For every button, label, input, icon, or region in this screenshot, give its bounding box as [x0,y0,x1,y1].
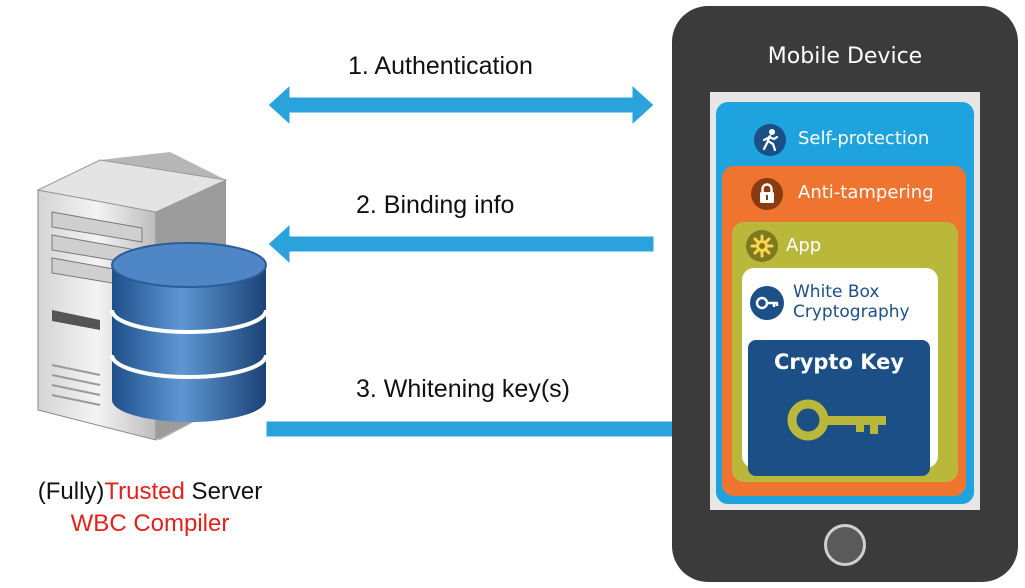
white-box-cryptography-layer: White Box Cryptography Crypto Key [742,268,938,476]
anti-tampering-label: Anti-tampering [798,182,934,203]
server-caption-trusted: Trusted [104,478,185,505]
mobile-device: Mobile Device Self-protection [672,6,1018,582]
key-icon-small [750,286,784,320]
white-box-cryptography-label: White Box Cryptography [793,282,910,322]
phone-screen: Self-protection Anti-tampering [710,92,980,510]
mobile-device-title: Mobile Device [767,44,923,69]
wbc-label-line2: Cryptography [793,302,910,322]
home-button[interactable] [824,524,866,566]
crypto-key-icon [787,399,886,441]
server-caption: (Fully)Trusted Server [10,478,290,506]
wbc-compiler-caption: WBC Compiler [70,510,230,537]
binding-info-label: 2. Binding info [356,191,515,219]
running-person-icon [754,124,786,156]
binding-info-arrow [267,222,655,266]
self-protection-layer: Self-protection Anti-tampering [716,102,974,504]
app-label: App [786,235,822,256]
whitening-keys-arrow [265,407,713,451]
lock-icon [751,178,783,210]
self-protection-label: Self-protection [798,128,930,149]
crypto-key-box: Crypto Key [748,340,930,476]
anti-tampering-layer: Anti-tampering [722,166,966,496]
server-caption-prefix: (Fully) [37,478,105,505]
server-database-icon [36,152,268,441]
authentication-double-arrow [267,83,655,127]
authentication-label: 1. Authentication [348,52,533,80]
server-caption-suffix: Server [184,478,263,505]
whitening-keys-label: 3. Whitening key(s) [356,375,570,403]
wbc-label-line1: White Box [793,282,880,302]
app-layer: App White Box Cryptography [732,222,958,482]
crypto-key-label: Crypto Key [773,350,905,374]
gear-icon [746,230,778,262]
